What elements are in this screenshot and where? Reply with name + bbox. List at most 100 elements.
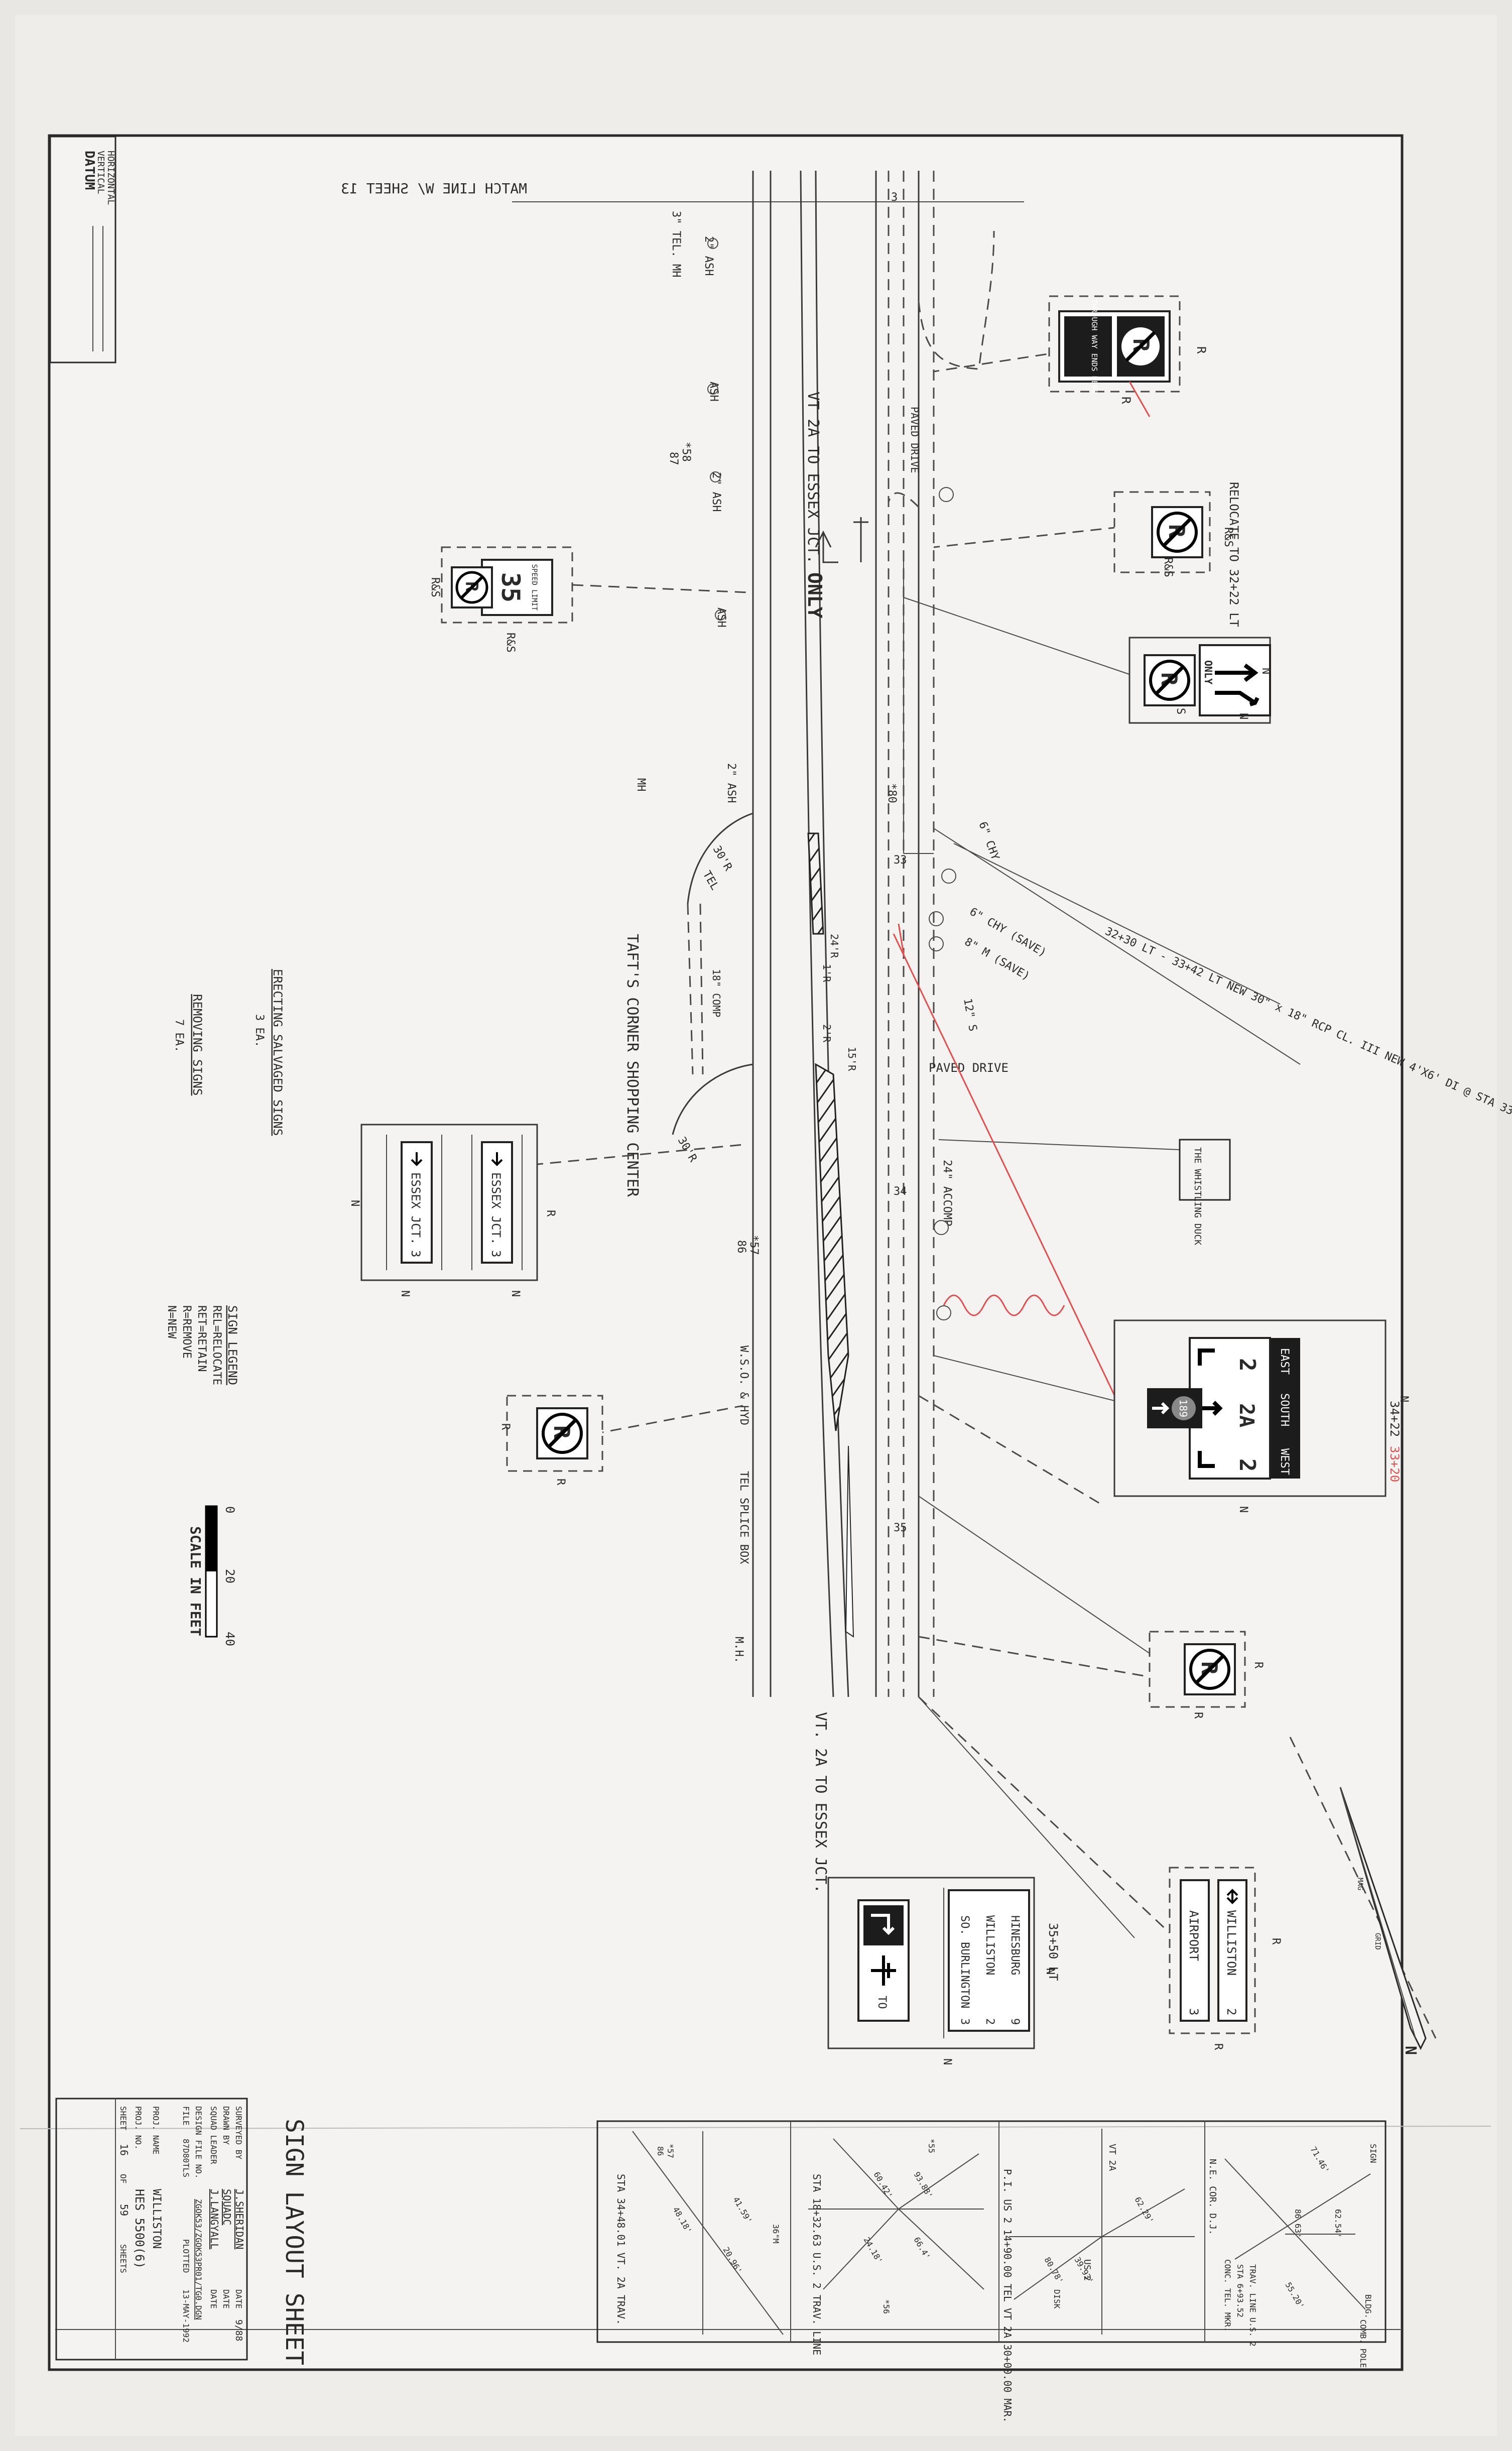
sign-through-way[interactable]: R THROUGH WAY ENDS HERE R R [1048,295,1208,417]
drawing-text: TO [875,1996,888,2009]
sign-essex-jct[interactable]: ESSEX JCT. 3 ESSEX JCT. 3 R N N N [348,1124,557,1297]
drawing-text: AIRPORT [1187,1910,1201,1961]
drawing-text: 3 [489,1250,503,1257]
drawing-text: R [499,1423,512,1430]
drawing-text: 3 [409,1250,423,1257]
drawing-text: DATE [209,2289,218,2309]
drawing-text: *56 [881,2299,891,2314]
scale-bar: 0 20 40 SCALE IN FEET [187,1505,237,1646]
sign-speed-limit[interactable]: SPEED LIMIT 35 R R&S R&S [429,546,573,653]
drawing-text: 86 [735,1240,747,1254]
drawing-text: W.S.O. & HYD [737,1345,750,1425]
sign-lane-only[interactable]: R ONLY N S N [1128,637,1272,724]
drawing-text: 86.63' [1293,2209,1303,2238]
sign-route-assembly[interactable]: EAST SOUTH WEST 2 2A 2 189 N N [1113,1319,1410,1513]
drawing-text: HINESBURG [1009,1915,1021,1975]
drawing-text: 2'R [821,1024,833,1043]
drawing-text: *58 [680,442,692,462]
station-35: 35 [894,1522,907,1534]
drawing-text: J.LANGYALL [208,2189,220,2249]
drawing-text: R&S [504,633,517,653]
sign-mark-r: R [1119,397,1133,404]
drawing-text: SQUAD LEADER [209,2106,218,2164]
drawing-text: THE WHISTLING DUCK [1192,1147,1203,1245]
leader-lines [532,350,1437,2039]
drawing-text: STA 6+93.52 [1235,2264,1245,2317]
drawing-text: 3 [958,2018,971,2025]
drawing-text: N [1259,668,1272,674]
vt2a-label: VT 2A TO ESSEX JCT. [804,392,822,564]
drawing-text: WILLISTON [983,1915,996,1975]
drawing-text: SIGN LEGEND [225,1305,239,1385]
median-island-1 [807,832,824,935]
drawing-text: 2" ASH [702,236,715,276]
drawing-text: 9 [1009,2018,1021,2025]
vt2a-label-2: VT. 2A TO ESSEX JCT. [812,1712,829,1893]
speed-limit-value: 35 [496,572,525,602]
drawing-text: ERECTING SALVAGED SIGNS [271,969,285,1136]
sign-williston-airport[interactable]: WILLISTON 2 AIRPORT 3 R R [1169,1867,1282,2050]
scale-label: SCALE IN FEET [187,1526,204,1636]
sign-hinesburg-guide[interactable]: HINESBURG 9 WILLISTON 2 SO. BURLINGTON 3… [827,1877,1056,2065]
datum-box: DATUM VERTICAL HORIZONTAL [49,136,116,363]
drawing-text: R=REMOVE [180,1305,193,1359]
through-way-text: THROUGH WAY ENDS HERE [1090,299,1099,394]
drawing-text: 36"M [771,2224,781,2244]
drawing-text: 7 EA. [173,1019,185,1052]
roadway [672,170,995,1697]
drawing-text: R [1212,2043,1224,2050]
drawing-text: *55 [927,2139,936,2153]
drawing-text: J.SHERIDAN [233,2189,245,2249]
station-80: *80 [886,783,898,803]
drawing-text: R [1192,1712,1204,1719]
drawing-text: 2 [1234,1458,1260,1472]
drawing-text: 1'R [821,964,833,983]
drawing-text: ESSEX JCT. [489,1172,503,1245]
drawing-text: GRID [1373,1933,1381,1950]
drawing-text: VT 2A [1107,2144,1117,2171]
drawing-text: 24" ACCOMP [941,1160,953,1226]
sign-no-r-relocate[interactable]: R R&S R&S [1113,491,1234,577]
drawing-text: 3" TEL. MH [670,211,682,277]
drawing-text: DRAWN BY [221,2106,231,2145]
datum-horizontal: HORIZONTAL [105,151,116,205]
drawing-text: STA 18+32.63 U.S. 2 TRAV. LINE [811,2174,823,2355]
drawing-text: 189 [1177,1399,1189,1417]
sign-mark-r: R [1194,346,1208,354]
drawing-text: 87 [667,452,680,465]
drawing-text: SURVEYED BY [234,2106,243,2159]
drawing-text: 33+20 [1388,1446,1402,1482]
drawing-text: MH [635,778,647,792]
drawing-text: 13-MAY-1992 [181,2289,191,2343]
drawing-text: TEL SPLICE BOX [737,1471,750,1564]
drawing-text: N [1237,1506,1249,1513]
drawing-text: S [1174,708,1187,714]
drawing-text: R&S [429,577,441,597]
drawing-text: SHEETS [118,2244,128,2273]
drawing-text: N [348,1200,361,1206]
red-markups [893,923,1120,1406]
drawing-text: TRAV. LINE U.S. 2 [1248,2264,1257,2347]
drawing-text: 20 [223,1569,237,1583]
drawing-text: 24'R [828,934,840,958]
drawing-text: 34+22 [1388,1401,1402,1437]
drawing-text: DISK [1052,2289,1062,2309]
drawing-text: N [1398,1396,1410,1402]
paved-drive-label: PAVED DRIVE [909,407,921,473]
datum-label: DATUM [82,151,97,190]
drawing-text: MAG [1356,1878,1364,1890]
drawing-text: 2 [1224,2008,1238,2015]
drawing-text: 86 [656,2146,665,2156]
drawing-text: CONC. TEL. MKR. [1223,2259,1232,2332]
sign-no-r-lower[interactable]: R R R [499,1395,603,1486]
drawing-text: RELOCATE TO 32+22 LT [1227,482,1241,627]
drawing-text: R [554,1479,567,1486]
drawing-text: DESIGN FILE NO. [194,2106,203,2179]
drawing-text: REL=RELOCATE [210,1305,223,1385]
drawing-text: DATE [221,2289,231,2309]
sign-no-r-right[interactable]: R R R [1149,1631,1265,1719]
drawing-text: N [941,2058,953,2065]
drawing-text: PROJ. NAME [151,2106,161,2154]
drawing-text: SIGN [1368,2144,1378,2163]
drawing-text: BLDG. [1363,2294,1373,2318]
